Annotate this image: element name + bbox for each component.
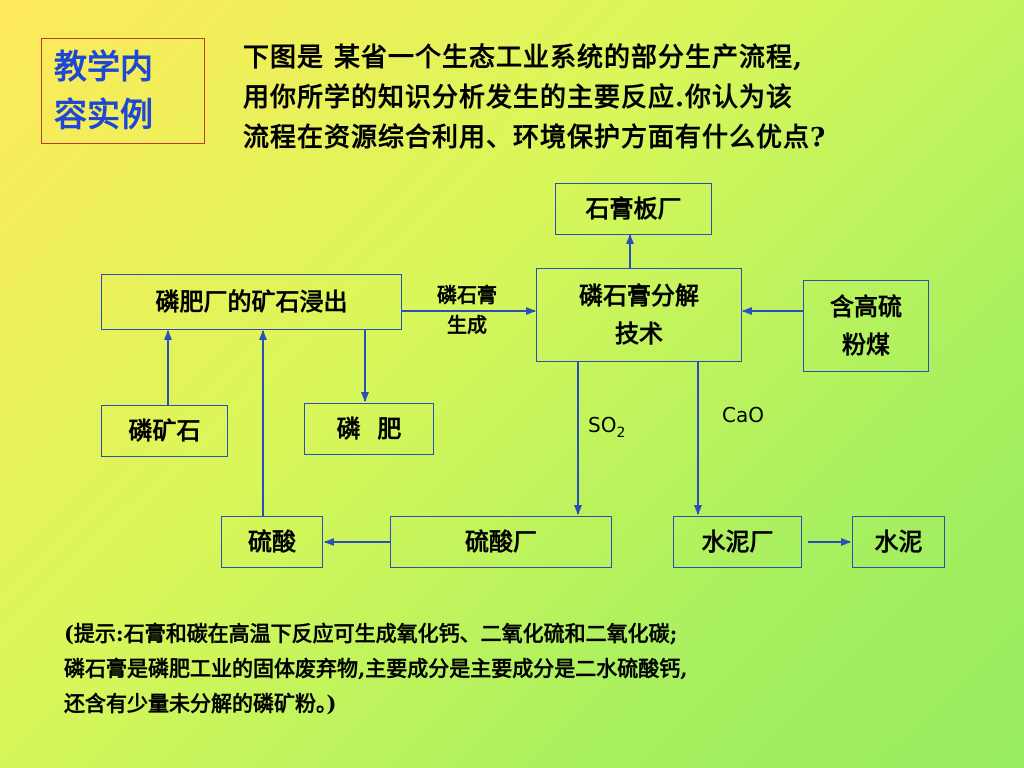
hint-line-2: 磷石膏是磷肥工业的固体废弃物,主要成分是主要成分是二水硫酸钙, <box>64 656 688 681</box>
section-tag-line-2: 容实例 <box>54 95 153 134</box>
node-sulfuric-acid: 硫酸 <box>221 516 323 568</box>
hint-text: (提示:石膏和碳在高温下反应可生成氧化钙、二氧化硫和二氧化碳; 磷石膏是磷肥工业… <box>64 616 984 721</box>
node-gypsum-board-plant: 石膏板厂 <box>555 183 712 235</box>
section-tag: 教学内 容实例 <box>41 38 205 144</box>
edge-label-cao: CaO <box>722 403 764 427</box>
edge-label-phosphogypsum-line-1: 磷石膏 <box>437 283 497 307</box>
edge-label-phosphogypsum-line-2: 生成 <box>447 313 487 337</box>
section-tag-line-1: 教学内 <box>54 47 153 86</box>
node-sulfur-coal: 含高硫 粉煤 <box>803 280 929 372</box>
question-text: 下图是 某省一个生态工业系统的部分生产流程, 用你所学的知识分析发生的主要反应.… <box>243 38 1003 158</box>
node-ore-leaching: 磷肥厂的矿石浸出 <box>101 274 402 330</box>
question-line-3: 流程在资源综合利用、环境保护方面有什么优点? <box>243 123 827 153</box>
node-cement: 水泥 <box>852 516 945 568</box>
node-phosphate-rock: 磷矿石 <box>101 405 228 457</box>
node-sulfur-coal-line-1: 含高硫 <box>830 292 902 321</box>
question-line-2: 用你所学的知识分析发生的主要反应.你认为该 <box>243 83 794 113</box>
node-sulfur-coal-line-2: 粉煤 <box>842 330 890 359</box>
edge-label-so2: SO2 <box>588 413 626 441</box>
question-line-1: 下图是 某省一个生态工业系统的部分生产流程, <box>243 43 804 73</box>
node-cement-plant: 水泥厂 <box>673 516 802 568</box>
node-phosphate-fertilizer: 磷 肥 <box>304 403 434 455</box>
hint-line-3: 还含有少量未分解的磷矿粉。) <box>64 691 337 716</box>
node-decomposition-line-2: 技术 <box>615 319 663 348</box>
node-decomposition-line-1: 磷石膏分解 <box>579 281 699 310</box>
hint-line-1: (提示:石膏和碳在高温下反应可生成氧化钙、二氧化硫和二氧化碳; <box>64 621 678 646</box>
node-decomposition: 磷石膏分解 技术 <box>536 268 742 362</box>
edge-label-phosphogypsum: 磷石膏 生成 <box>412 280 522 340</box>
node-sulfuric-acid-plant: 硫酸厂 <box>390 516 612 568</box>
